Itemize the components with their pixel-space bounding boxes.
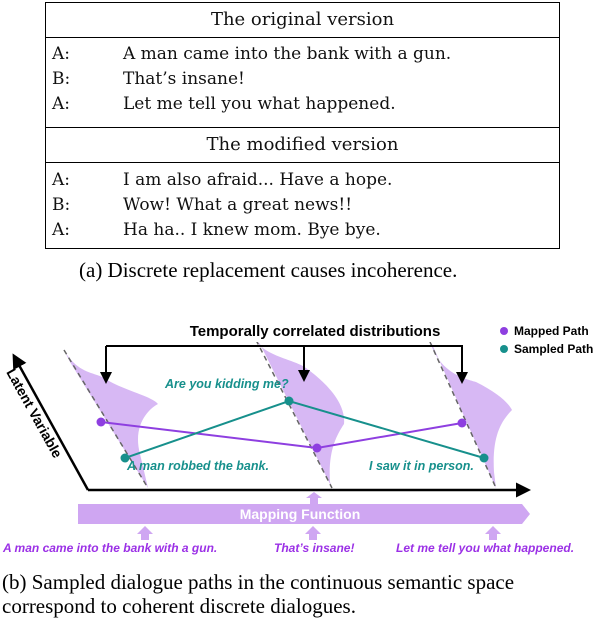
utterance-text: Wow! What a great news!!: [123, 195, 353, 215]
up-arrow: [485, 526, 501, 540]
speaker-label: A:: [52, 94, 71, 114]
mapping-function-label: Mapping Function: [240, 506, 361, 522]
speaker-label: B:: [52, 69, 71, 89]
caption-b-line-2: correspond to coherent discrete dialogue…: [2, 594, 356, 618]
table-row: A: A man came into the bank with a gun.: [46, 44, 559, 68]
input-utterance: Let me tell you what happened.: [396, 541, 574, 555]
caption-a: (a) Discrete replacement causes incohere…: [79, 258, 458, 282]
legend-sampled-label: Sampled Path: [514, 342, 593, 356]
utterance-text: I am also afraid... Have a hope.: [123, 170, 393, 190]
table-divider: [46, 37, 559, 38]
utterance-text: Let me tell you what happened.: [123, 94, 396, 114]
sampled-label: I saw it in person.: [369, 459, 474, 473]
table-row: A: Let me tell you what happened.: [46, 94, 559, 118]
original-version-header: The original version: [210, 9, 395, 30]
bracket-arrowhead: [100, 372, 112, 384]
bracket-arrowhead: [456, 372, 468, 384]
sampled-point: [284, 396, 294, 406]
mapped-point: [96, 417, 106, 427]
distribution-shape: [64, 350, 158, 488]
sampled-point: [120, 453, 130, 463]
bracket-arrowhead: [298, 370, 310, 382]
sampled-point: [479, 453, 489, 463]
speaker-label: A:: [52, 220, 71, 240]
table-row: B: That’s insane!: [46, 69, 559, 93]
mapping-function-bar-tip: [522, 504, 530, 524]
input-utterance: A man came into the bank with a gun.: [2, 541, 217, 555]
mapped-path-legend-dot: [500, 327, 508, 335]
up-arrow: [137, 526, 153, 540]
speaker-label: B:: [52, 195, 71, 215]
up-arrow: [305, 526, 321, 540]
dialogue-comparison-table: The original version A: A man came into …: [45, 2, 560, 249]
utterance-text: Ha ha.. I knew mom. Bye bye.: [123, 220, 381, 240]
table-row: A: Ha ha.. I knew mom. Bye bye.: [46, 220, 559, 244]
sampled-label: A man robbed the bank.: [126, 459, 269, 473]
time-slice-line: [255, 339, 333, 489]
modified-version-header: The modified version: [206, 134, 399, 155]
table-row: B: Wow! What a great news!!: [46, 195, 559, 219]
sampled-path-legend-dot: [500, 345, 508, 353]
mapped-point: [457, 418, 467, 428]
table-divider: [46, 127, 559, 128]
latent-path-figure: Temporally correlated distributions Mapp…: [2, 320, 593, 555]
legend-mapped-label: Mapped Path: [514, 324, 589, 338]
distribution-shape: [256, 340, 345, 488]
sampled-label: Are you kidding me?: [164, 377, 289, 391]
distribution-shape: [430, 342, 512, 488]
speaker-label: A:: [52, 170, 71, 190]
up-arrow: [306, 492, 322, 504]
latent-axis-label: Latent Variable: [3, 366, 65, 461]
mapping-function-bar: [78, 504, 522, 524]
caption-b-line-1: (b) Sampled dialogue paths in the contin…: [2, 570, 515, 594]
speaker-label: A:: [52, 44, 71, 64]
utterance-text: That’s insane!: [123, 69, 245, 89]
latent-axis: [12, 353, 90, 491]
input-utterance: That’s insane!: [274, 541, 354, 555]
table-row: A: I am also afraid... Have a hope.: [46, 170, 559, 194]
mapped-point: [312, 443, 322, 453]
bracket-connector: [105, 345, 463, 374]
table-divider: [46, 162, 559, 163]
utterance-text: A man came into the bank with a gun.: [123, 44, 452, 64]
figure-title: Temporally correlated distributions: [190, 323, 441, 340]
